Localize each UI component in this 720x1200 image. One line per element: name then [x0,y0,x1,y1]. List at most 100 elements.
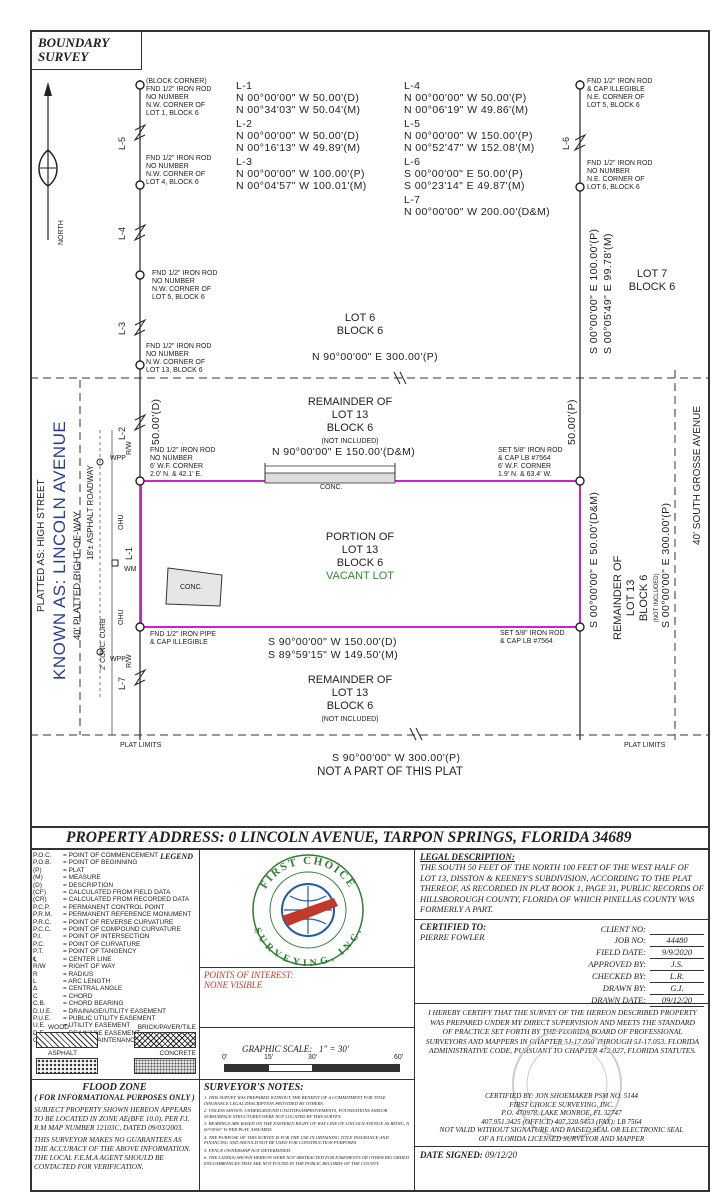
monument-10: SET 5/8" IRON ROD& CAP LB #7564 [500,630,565,645]
plat-limits-right: PLAT LIMITS [624,742,666,749]
flood-sub: ( FOR INFORMATIONAL PURPOSES ONLY ) [34,1093,195,1102]
wm-label: WM [124,566,137,573]
certification-panel: I HEREBY CERTIFY THAT THE SURVEY OF THE … [415,1004,710,1147]
known-as-label: KNOWN AS: LINCOLN AVENUE [50,420,69,680]
label-l7: L-7 [117,676,127,690]
conc-pad-label: CONC. [180,584,203,591]
line-l1-row2: N 00°34'03" W 50.04'(M) [236,104,361,116]
legend-item: R= RADIUS [33,970,94,978]
notes-list: 1. THIS SURVEY WAS PREPARED WITHOUT THE … [204,1095,410,1167]
asphalt-swatch [36,1058,98,1074]
line-l1-id: L-1 [236,80,253,92]
legend-item: P.O.B.= POINT OF BEGINNING [33,859,138,867]
platted-as-label: PLATTED AS: HIGH STREET [36,479,47,612]
line-l6-row1: S 00°00'00" E 50.00'(P) [404,168,524,180]
grosse-avenue-label: 40' SOUTH GROSSE AVENUE [692,406,703,545]
line-l3-id: L-3 [236,156,253,168]
legend-item: C= CHORD [33,992,93,1000]
concrete-label: CONCRETE [159,1050,196,1057]
notes-title: SURVEYOR'S NOTES: [204,1082,304,1093]
points-of-interest-panel: POINTS OF INTEREST: NONE VISIBLE [200,968,415,1028]
not-part-label: NOT A PART OF THIS PLAT [317,766,463,778]
line-l6-id: L-6 [404,156,421,168]
ohu-bottom-label: OHU [118,609,125,625]
line-l5-row2: N 00°52'47" W 152.08'(M) [404,142,535,154]
note-item: 5. FENCE OWNERSHIP NOT DETERMINED. [204,1147,292,1153]
line-l1-row1: N 00°00'00" W 50.00'(D) [236,92,360,104]
line-l7-id: L-7 [404,194,421,206]
legend-item: R/W= RIGHT OF WAY [33,963,116,971]
note-item: 3. BEARINGS ARE BASED ON THE EASTERLY RI… [204,1121,410,1132]
legend-item: C.B.= CHORD BEARING [33,1000,124,1008]
note-item: 1. THIS SURVEY WAS PREPARED WITHOUT THE … [204,1095,386,1106]
line-l5-row1: N 00°00'00" W 150.00'(P) [404,130,533,142]
rw-bottom-label: R/W [126,654,133,668]
survey-drawing [30,80,710,741]
note-item: 2. UNLESS SHOWN, UNDERGROUND UTILITIES/I… [204,1108,388,1119]
graphic-scale-panel: GRAPHIC SCALE: 1" = 30' 0' 15' 30' 60' [200,1028,415,1080]
certified-title: CERTIFIED TO: [420,922,487,932]
notes-panel: SURVEYOR'S NOTES: 1. THIS SURVEY WAS PRE… [200,1080,415,1192]
survey-title: BOUNDARY SURVEY [30,30,142,70]
line-table-right: L-4 N 00°00'00" W 50.00'(P) N 00°06'19" … [404,80,584,218]
flood-text-2: THIS SURVEYOR MAKES NO GUARANTEES AS THE… [34,1135,191,1171]
east-300-label: S 00°00'00" E 300.00'(P) [660,502,672,628]
east-50-dm-label: S 00°00'00" E 50.00'(D&M) [588,491,600,628]
label-l2: L-2 [117,426,127,440]
label-l6: L-6 [561,136,571,150]
note-item: 4. THE PURPOSE OF THIS SURVEY IS FOR THE… [204,1134,389,1146]
label-l4: L-4 [117,226,127,240]
job-info: CLIENT NO: JOB NO:44480 FIELD DATE:9/9/2… [536,924,704,1007]
title-line-1: BOUNDARY [38,35,110,50]
line-l4-row1: N 00°00'00" W 50.00'(P) [404,92,527,104]
poi-title: POINTS OF INTEREST: [204,970,294,980]
bearing-top-150: N 90°00'00" E 150.00'(D&M) [272,446,416,458]
ohu-top-label: OHU [118,514,125,530]
line-l7-row1: N 00°00'00" W 200.00'(D&M) [404,206,551,218]
logo-panel: FIRST CHOICE SURVEYING, INC. [200,850,415,969]
legend-item: (CR)= CALCULATED FROM RECORDED DATA [33,896,190,904]
asphalt-label: 18'± ASPHALT ROADWAY [86,465,95,560]
label-l3: L-3 [117,321,127,335]
poi-value: NONE VISIBLE [204,980,263,990]
monument-9: FND 1/2" IRON PIPE& CAP ILLEGIBLE [150,631,216,646]
line-l5-id: L-5 [404,118,421,130]
scale-title: GRAPHIC SCALE: 1" = 30' [242,1044,349,1054]
property-address: PROPERTY ADDRESS: 0 LINCOLN AVENUE, TARP… [30,826,710,850]
legend-title: LEGEND [160,852,193,861]
date-signed: DATE SIGNED: 09/12/20 [420,1150,518,1160]
legal-panel: LEGAL DESCRIPTION: THE SOUTH 50 FEET OF … [415,850,710,920]
flood-panel: FLOOD ZONE ( FOR INFORMATIONAL PURPOSES … [30,1080,200,1192]
bearing-bot-300: S 90°00'00" W 300.00'(P) [332,752,461,764]
legend-item: P.C.P.= PERMANENT CONTROL POINT [33,903,165,911]
company-logo-icon: FIRST CHOICE SURVEYING, INC. [251,854,364,969]
wpp-bottom-label: WPP [110,656,126,663]
east-100-m-label: S 00°05'49" E 99.78'(M) [602,233,614,354]
legend-item: P.C.C.= POINT OF COMPOUND CURVATURE [33,926,181,934]
north-label: NORTH [58,220,65,245]
bearing-bot-150-m: S 89°59'15" W 149.50'(M) [268,649,399,661]
line-l2-row2: N 00°16'13" W 49.89'(M) [236,142,361,154]
curb-label: 2' CONC. CURB [100,618,107,670]
legend-item: P.R.M.= PERMANENT REFERENCE MONUMENT [33,911,192,919]
certification-text: I HEREBY CERTIFY THAT THE SURVEY OF THE … [425,1008,700,1055]
line-l3-row1: N 00°00'00" W 100.00'(P) [236,168,365,180]
row-40-label: 40' PLATTED RIGHT-OF-WAY [72,511,83,640]
bearing-bot-150-d: S 90°00'00" W 150.00'(D) [268,636,397,648]
legend-item: D.U.E.= DRAINAGE/UTILITY EASEMENT [33,1007,167,1015]
brick-swatch [134,1032,196,1048]
rw-top-label: R/W [126,441,133,455]
east-100-p-label: S 00°00'00" E 100.00'(P) [588,228,600,354]
legend-materials: WOOD BRICK/PAVER/TILE ASPHALT CONCRETE [36,1024,196,1074]
legend-item: (M)= MEASURE [33,874,101,882]
